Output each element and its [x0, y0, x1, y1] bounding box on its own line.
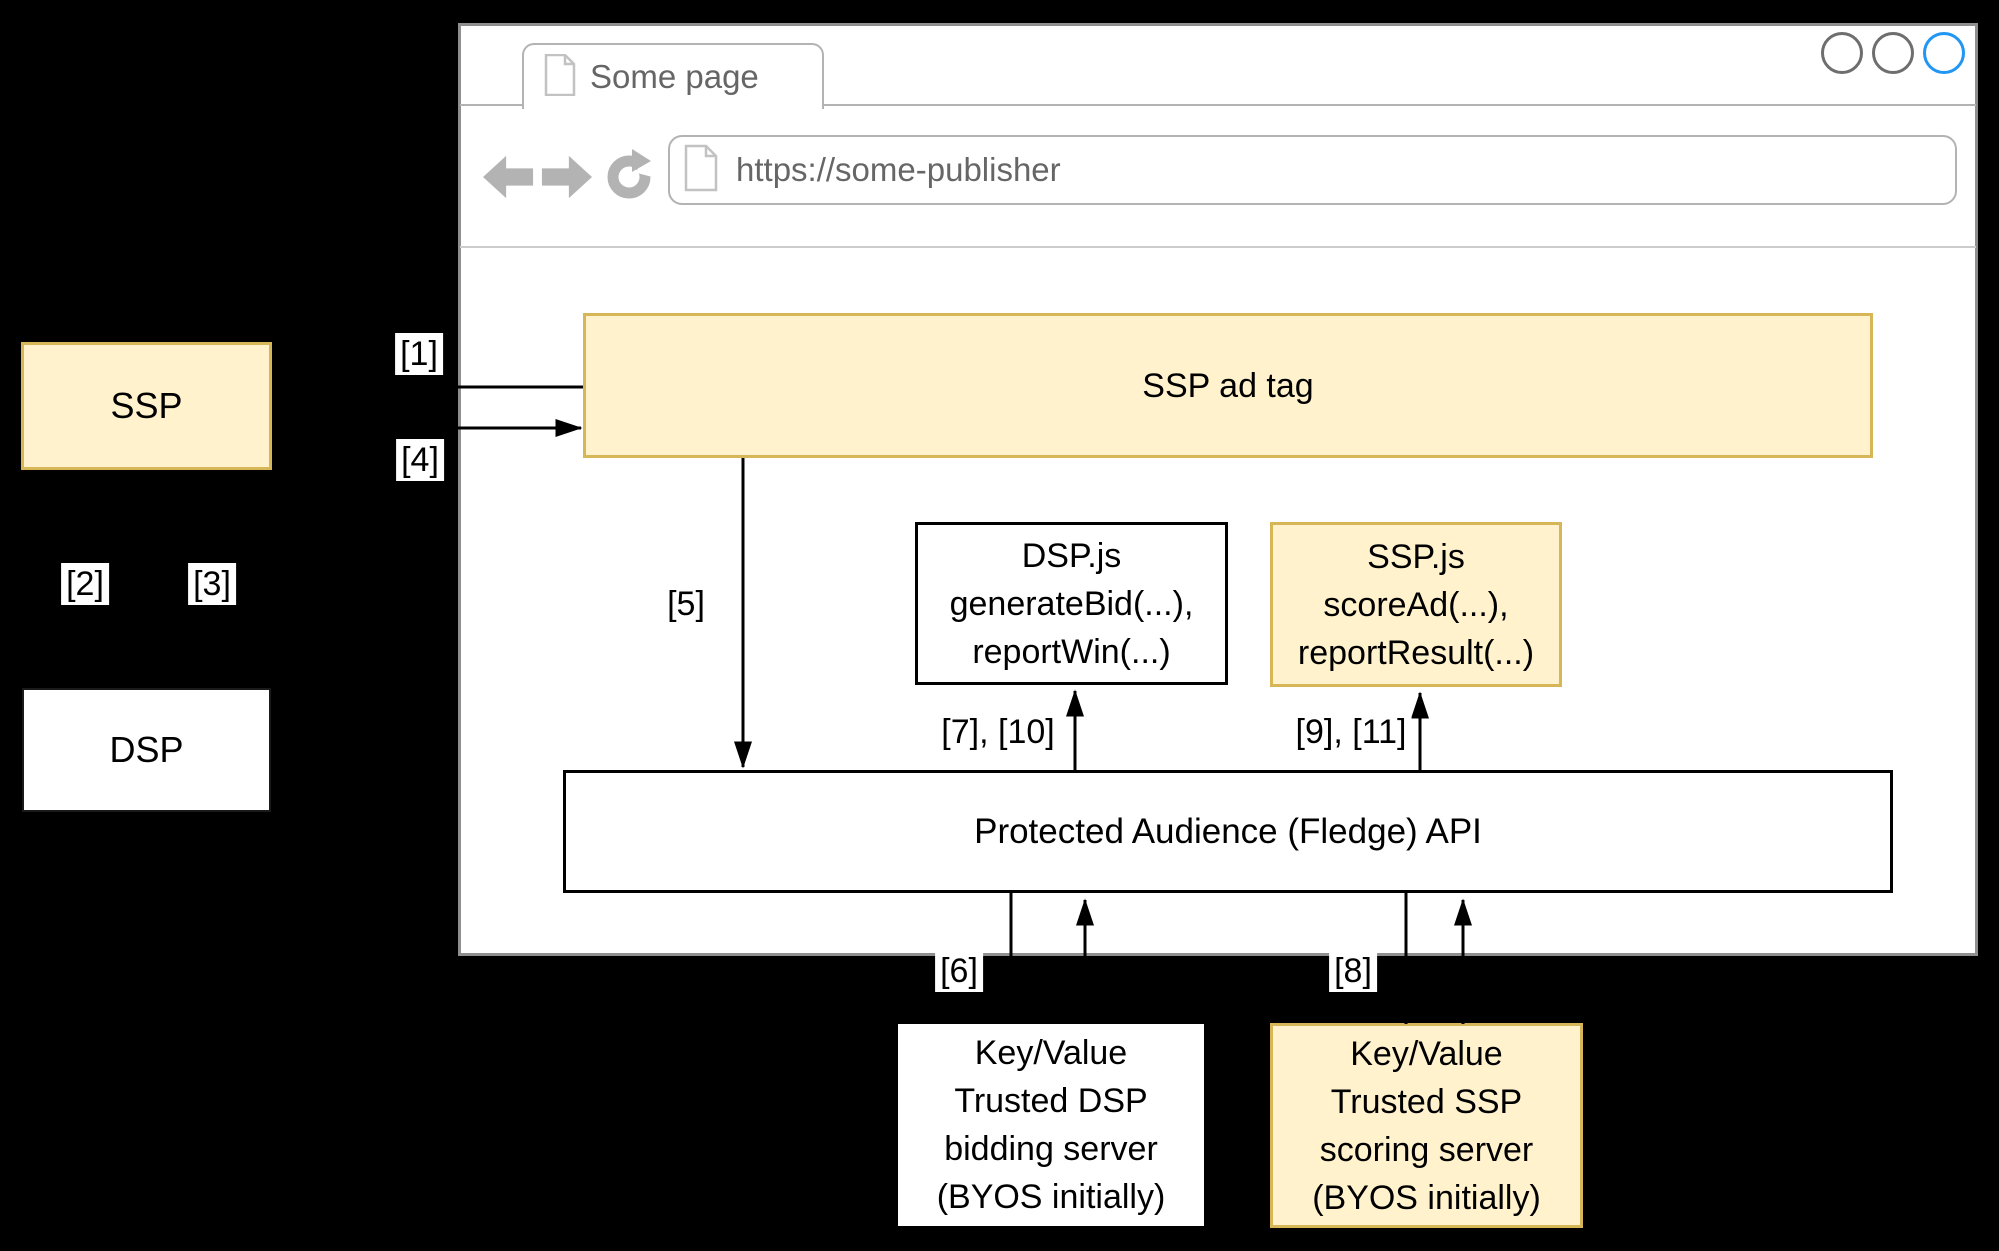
ssp-ad-tag-box: SSP ad tag: [583, 313, 1873, 458]
tab-strip-divider: [460, 104, 1976, 106]
refresh-button[interactable]: [601, 148, 662, 211]
step-label-4: [4]: [396, 439, 444, 481]
forward-button[interactable]: [540, 150, 592, 209]
dsp-js-box: DSP.js generateBid(...), reportWin(...): [915, 522, 1228, 685]
step-label-1: [1]: [395, 333, 443, 375]
step-label-8: [8]: [1329, 950, 1377, 992]
window-control-circle-1[interactable]: [1821, 32, 1863, 74]
kv-ssp-scoring-server-box: Key/Value Trusted SSP scoring server (BY…: [1270, 1023, 1583, 1228]
page-icon: [684, 144, 718, 197]
window-control-circle-active[interactable]: [1923, 32, 1965, 74]
address-bar[interactable]: https://some-publisher: [668, 135, 1957, 205]
step-label-6: [6]: [935, 950, 983, 992]
back-button[interactable]: [483, 150, 535, 209]
url-text: https://some-publisher: [736, 151, 1061, 188]
window-control-circle-2[interactable]: [1872, 32, 1914, 74]
step-label-7-10: [7], [10]: [936, 711, 1060, 753]
step-label-3: [3]: [188, 563, 236, 605]
step-label-9-11: [9], [11]: [1290, 711, 1412, 753]
step-label-2: [2]: [61, 563, 109, 605]
toolbar-divider: [460, 246, 1976, 248]
tab-title: Some page: [590, 58, 759, 95]
kv-dsp-bidding-server-box: Key/Value Trusted DSP bidding server (BY…: [896, 1022, 1206, 1228]
ssp-js-box: SSP.js scoreAd(...), reportResult(...): [1270, 522, 1562, 687]
protected-audience-api-box: Protected Audience (Fledge) API: [563, 770, 1893, 893]
browser-tab[interactable]: Some page: [522, 43, 824, 109]
dsp-box: DSP: [22, 688, 271, 812]
step-label-5: [5]: [662, 583, 710, 625]
page-icon: [544, 53, 576, 101]
ssp-box: SSP: [21, 342, 272, 470]
